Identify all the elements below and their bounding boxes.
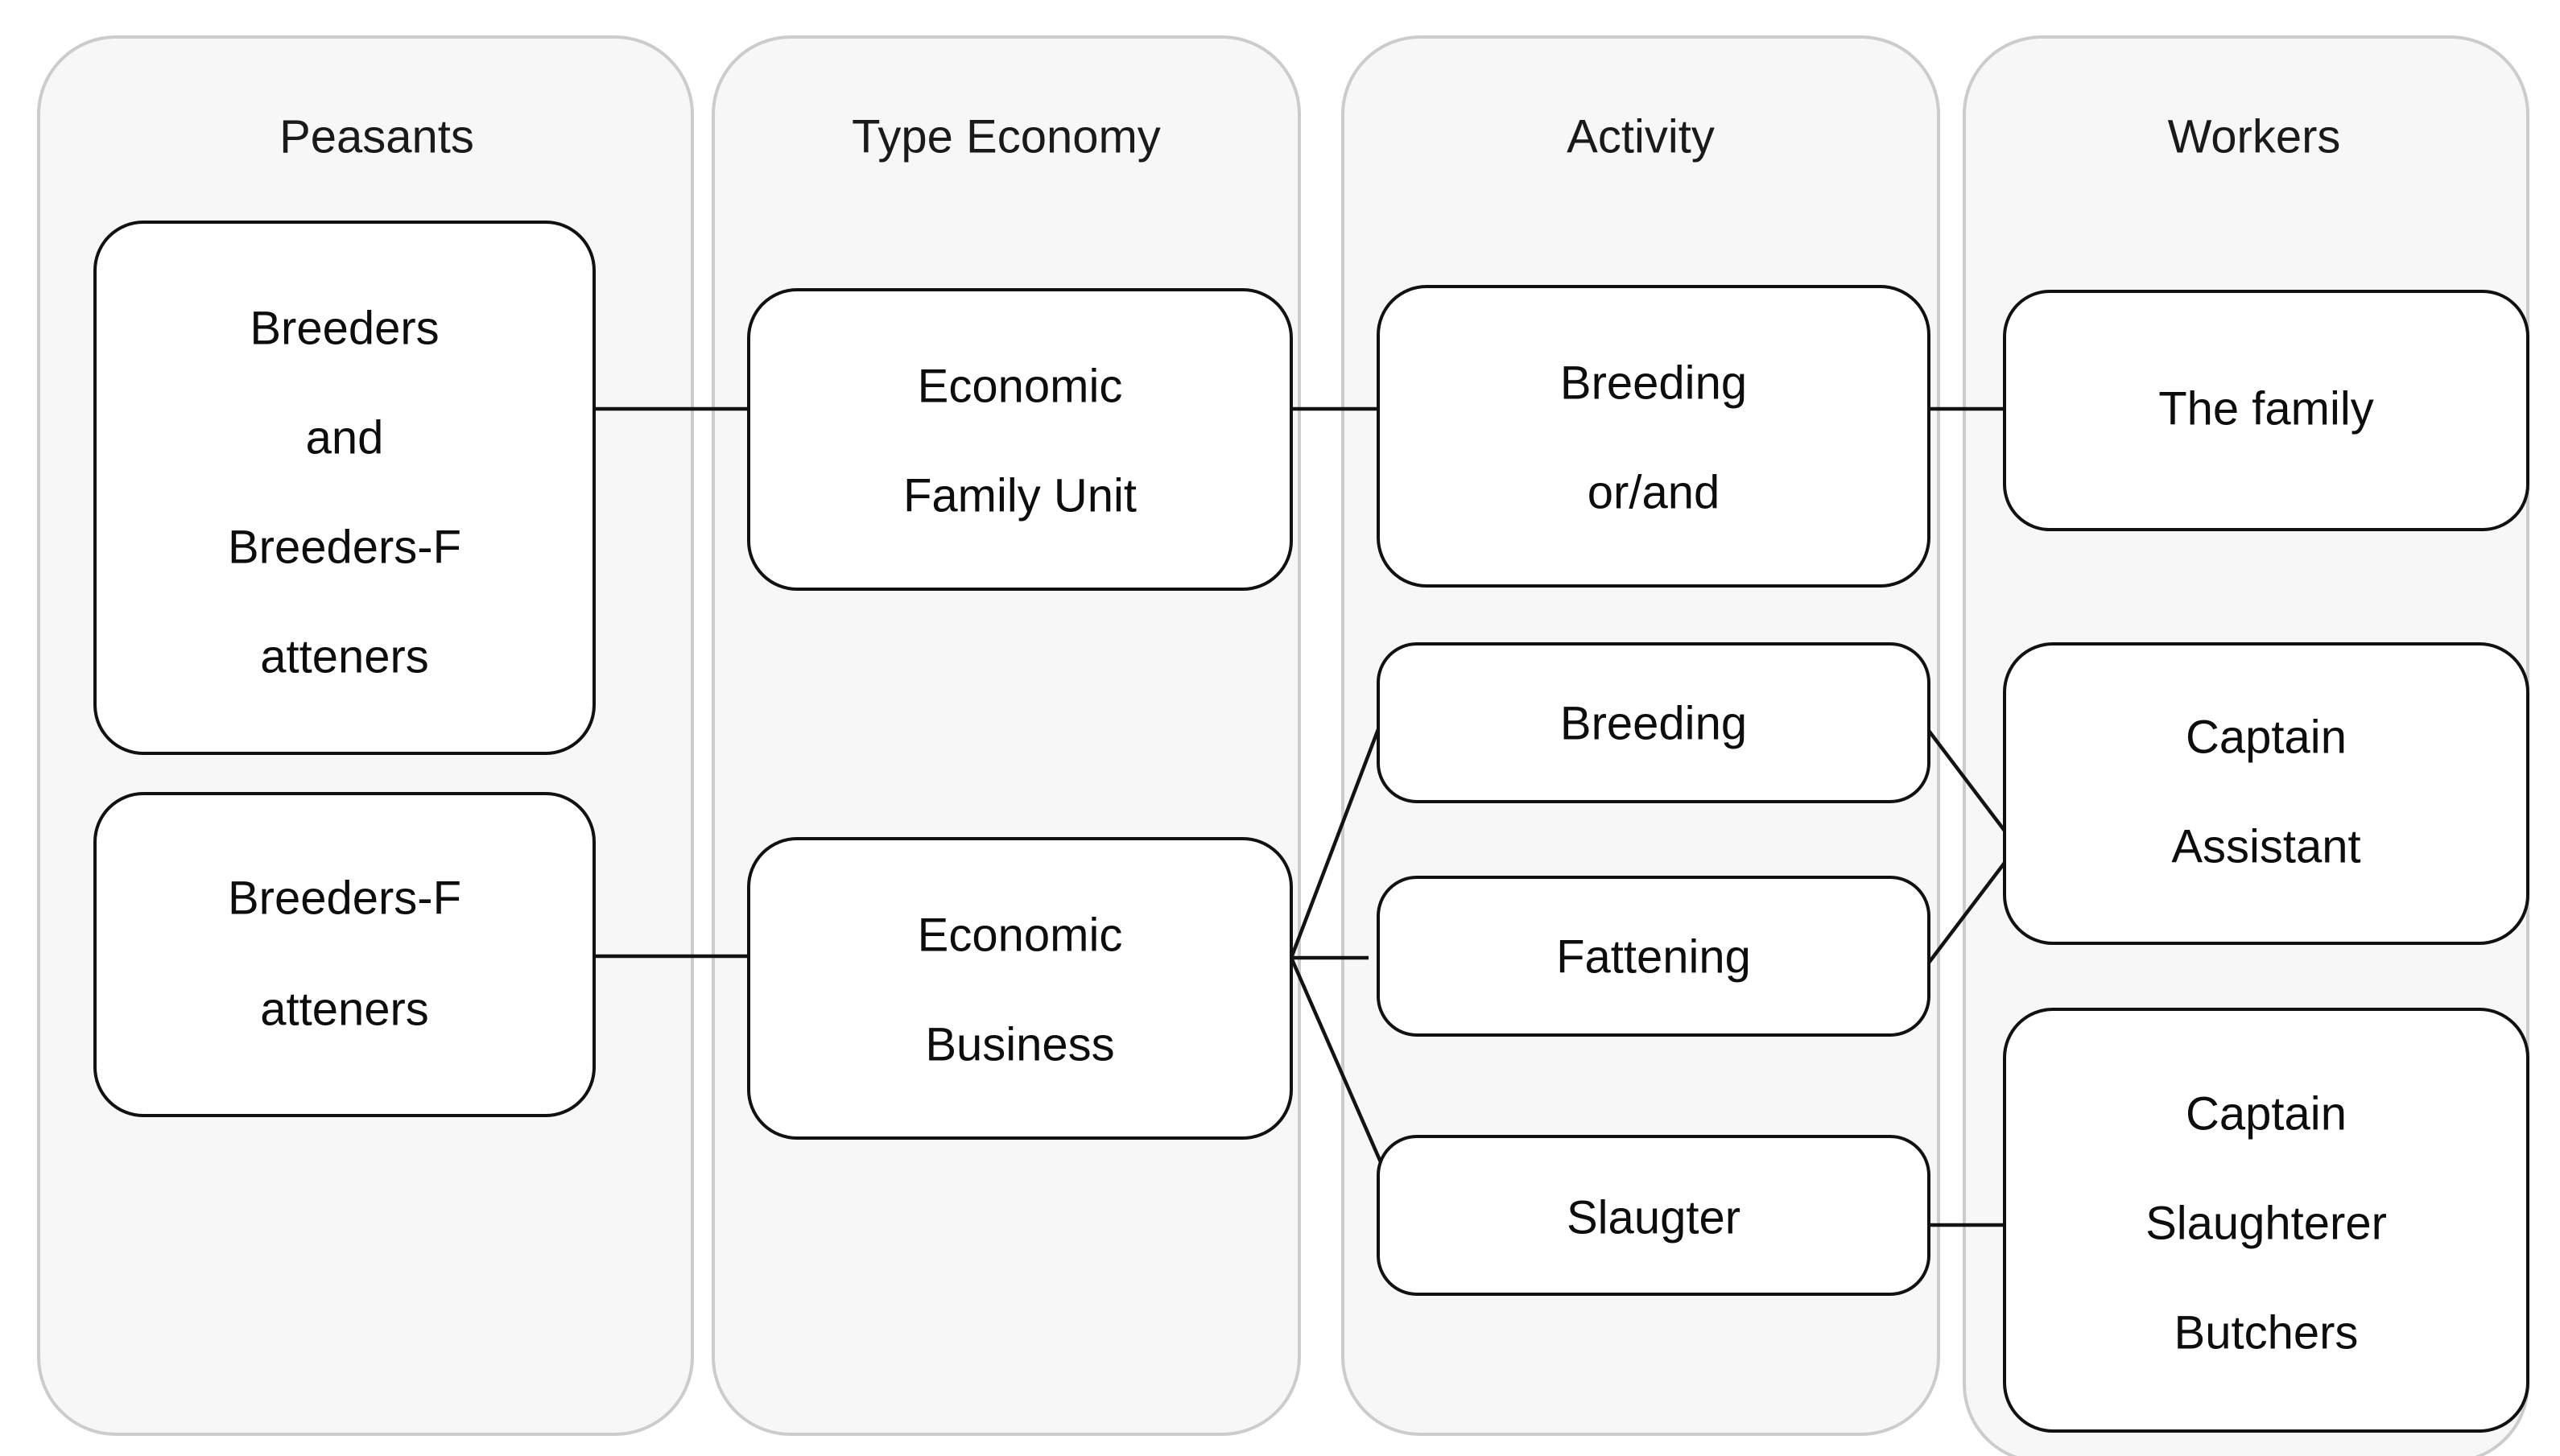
- edge-breeding-to-captain-assistant: [1927, 729, 2006, 832]
- cluster-type-economy-title: Type Economy: [852, 110, 1161, 163]
- node-captain-slaughterer-butchers-line-1: Captain: [2186, 1087, 2347, 1140]
- node-breeders-and-breeders-fatteners-line-1: Breeders: [250, 302, 439, 354]
- node-the-family-box[interactable]: [2003, 290, 2529, 531]
- node-fattening-box[interactable]: [1377, 876, 1930, 1037]
- node-breeding-or-and-line-1: Breeding: [1560, 357, 1747, 409]
- node-economic-family-unit-line-1: Economic: [918, 360, 1123, 412]
- node-slaugter[interactable]: Slaugter: [1377, 1135, 1930, 1296]
- node-fattening[interactable]: Fattening: [1377, 876, 1930, 1037]
- cluster-type-economy: Type Economy: [712, 35, 1301, 1436]
- node-economic-family-unit[interactable]: Economic Family Unit: [747, 288, 1293, 591]
- node-economic-business-box[interactable]: [747, 837, 1293, 1140]
- node-captain-slaughterer-butchers-box[interactable]: [2003, 1008, 2529, 1433]
- cluster-type-economy-box: [712, 35, 1301, 1436]
- node-breeders-and-breeders-fatteners-line-4: atteners: [260, 630, 429, 683]
- node-economic-business[interactable]: Economic Business: [747, 837, 1293, 1140]
- node-breeders-fatteners-box[interactable]: [93, 792, 596, 1117]
- node-captain-assistant-line-1: Captain: [2186, 711, 2347, 763]
- node-breeding-or-and-line-2: or/and: [1588, 466, 1720, 518]
- node-the-family-label: The family: [2158, 382, 2374, 435]
- cluster-activity-title: Activity: [1567, 110, 1715, 163]
- node-breeding-label: Breeding: [1560, 697, 1747, 749]
- node-breeders-and-breeders-fatteners-line-3: Breeders-F: [228, 521, 461, 573]
- node-breeders-and-breeders-fatteners-line-2: and: [306, 411, 384, 464]
- node-captain-assistant[interactable]: Captain Assistant: [2003, 642, 2529, 945]
- edge-economic-business-to-slaugter: [1289, 957, 1395, 1190]
- cluster-workers-title: Workers: [2168, 110, 2341, 163]
- node-economic-business-line-1: Economic: [918, 909, 1123, 961]
- node-breeders-and-breeders-fatteners-box[interactable]: [93, 221, 596, 755]
- node-breeders-and-breeders-fatteners[interactable]: Breeders and Breeders-F atteners: [93, 221, 596, 755]
- node-economic-family-unit-line-2: Family Unit: [903, 469, 1137, 522]
- node-economic-business-line-2: Business: [925, 1018, 1114, 1070]
- node-economic-family-unit-box[interactable]: [747, 288, 1293, 591]
- node-fattening-label: Fattening: [1556, 930, 1751, 983]
- cluster-peasants-title: Peasants: [279, 110, 474, 163]
- node-the-family[interactable]: The family: [2003, 290, 2529, 531]
- node-captain-slaughterer-butchers-line-2: Slaughterer: [2145, 1197, 2387, 1249]
- node-breeders-fatteners-line-2: atteners: [260, 983, 429, 1035]
- node-breeding-box[interactable]: [1377, 642, 1930, 803]
- edge-fattening-to-captain-assistant: [1927, 861, 2006, 964]
- node-captain-slaughterer-butchers-line-3: Butchers: [2174, 1306, 2359, 1359]
- node-breeders-fatteners-line-1: Breeders-F: [228, 872, 461, 924]
- node-captain-assistant-box[interactable]: [2003, 642, 2529, 945]
- node-slaugter-label: Slaugter: [1567, 1191, 1740, 1244]
- node-breeding-or-and[interactable]: Breeding or/and: [1377, 285, 1930, 588]
- node-captain-slaughterer-butchers[interactable]: Captain Slaughterer Butchers: [2003, 1008, 2529, 1433]
- node-breeding-or-and-box[interactable]: [1377, 285, 1930, 588]
- node-breeders-fatteners[interactable]: Breeders-F atteners: [93, 792, 596, 1117]
- edge-economic-business-to-breeding: [1289, 728, 1381, 959]
- node-slaugter-box[interactable]: [1377, 1135, 1930, 1296]
- node-captain-assistant-line-2: Assistant: [2171, 820, 2360, 872]
- node-breeding[interactable]: Breeding: [1377, 642, 1930, 803]
